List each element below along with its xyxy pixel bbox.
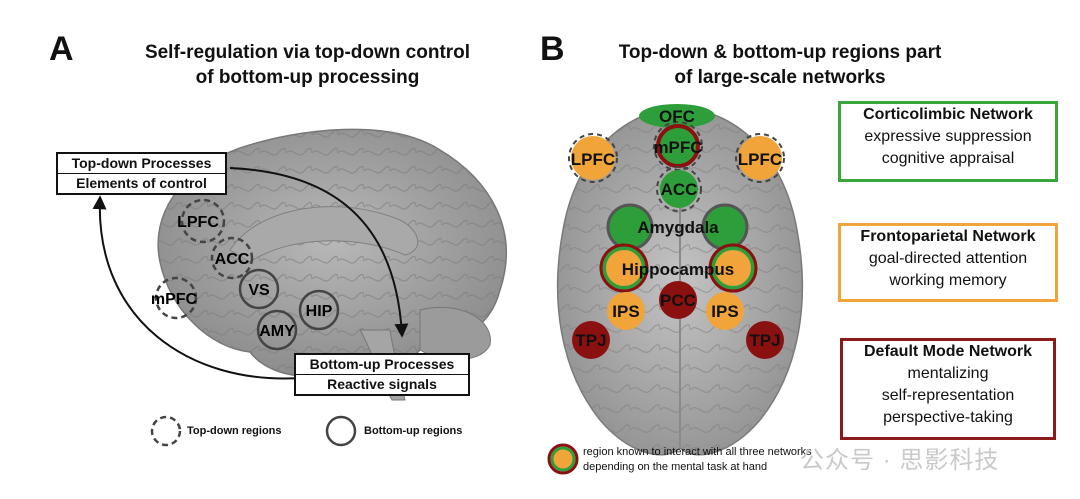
panel-a-title-line2: of bottom-up processing xyxy=(195,67,420,88)
ofc-region xyxy=(639,104,715,128)
bottom-up-arrow xyxy=(92,195,301,380)
acc-label-b: ACC xyxy=(661,180,698,199)
lpfc-label: LPFC xyxy=(177,214,219,231)
acc-label: ACC xyxy=(215,251,250,268)
mpfc-label-b: mPFC xyxy=(653,138,702,157)
note-marker-ring xyxy=(547,443,579,475)
default-mode-item: perspective-taking xyxy=(883,409,1013,426)
interaction-note: region known to interact with all three … xyxy=(583,445,813,475)
legend-bottomup-circle xyxy=(325,415,357,447)
lpfc-right-label: LPFC xyxy=(738,150,782,169)
bottom-up-title: Bottom-up Processes xyxy=(296,355,468,375)
panel-b-title: Top-down & bottom-up regions part of lar… xyxy=(580,40,980,90)
mpfc-dashed-ring xyxy=(653,121,703,171)
acc-circle xyxy=(210,236,254,280)
amy-circle xyxy=(256,309,298,351)
acc-dashed-b xyxy=(656,166,702,212)
watermark: 公众号 · 思影科技 xyxy=(800,447,1000,474)
lpfc-circle xyxy=(180,198,226,244)
ips-right-label: IPS xyxy=(711,302,738,321)
amygdala-right-region xyxy=(701,203,749,251)
tpj-left-label: TPJ xyxy=(575,331,606,350)
top-down-title: Top-down Processes xyxy=(58,154,225,174)
default-mode-network-box: Default Mode Network mentalizing self-re… xyxy=(840,338,1056,440)
hippocampus-left-ring xyxy=(599,243,649,293)
ips-left-label: IPS xyxy=(612,302,639,321)
hip-label: HIP xyxy=(306,303,333,320)
pcc-region xyxy=(659,281,697,319)
pcc-label: PCC xyxy=(660,291,696,310)
vs-label: VS xyxy=(248,282,270,299)
note-line1: region known to interact with all three … xyxy=(583,446,812,458)
note-marker-fill xyxy=(550,446,576,472)
default-mode-item: mentalizing xyxy=(907,365,989,382)
top-down-processes-box: Top-down Processes Elements of control xyxy=(56,152,227,195)
tpj-left-region xyxy=(572,321,610,359)
corticolimbic-title: Corticolimbic Network xyxy=(863,106,1033,123)
vs-circle xyxy=(238,268,280,310)
frontoparietal-item: working memory xyxy=(889,272,1007,289)
frontoparietal-item: goal-directed attention xyxy=(868,250,1028,267)
top-down-subtitle: Elements of control xyxy=(76,175,207,191)
panel-b-title-line2: of large-scale networks xyxy=(674,67,886,88)
lpfc-left-label: LPFC xyxy=(571,150,615,169)
bottom-up-processes-box: Bottom-up Processes Reactive signals xyxy=(294,353,470,396)
legend-bottomup-label: Bottom-up regions xyxy=(364,425,463,437)
frontoparietal-title: Frontoparietal Network xyxy=(860,228,1036,245)
mpfc-label-a: mPFC xyxy=(151,291,198,308)
acc-region-b xyxy=(660,170,698,208)
lpfc-left-region xyxy=(571,136,615,180)
brain-axial xyxy=(556,107,804,456)
frontoparietal-network-box: Frontoparietal Network goal-directed att… xyxy=(838,223,1058,302)
hippocampus-label: Hippocampus xyxy=(622,260,734,279)
hippocampus-right-region xyxy=(711,246,755,290)
mpfc-circle-a xyxy=(154,276,198,320)
ips-left-region xyxy=(607,292,645,330)
hip-circle xyxy=(298,289,340,331)
amy-label: AMY xyxy=(259,323,295,340)
panel-a-title-line1: Self-regulation via top-down control xyxy=(144,42,471,63)
tpj-right-region xyxy=(746,321,784,359)
legend-topdown-circle xyxy=(150,415,182,447)
top-down-arrow xyxy=(229,167,409,338)
default-mode-title: Default Mode Network xyxy=(863,343,1032,360)
default-mode-item: self-representation xyxy=(881,387,1015,404)
tpj-right-label: TPJ xyxy=(749,331,780,350)
lpfc-right-dashed xyxy=(735,133,785,183)
panel-a-letter: A xyxy=(49,30,74,68)
note-line2: depending on the mental task at hand xyxy=(583,461,768,473)
corticolimbic-item: cognitive appraisal xyxy=(881,150,1015,167)
hippocampus-left-region xyxy=(602,246,646,290)
panel-a-title: Self-regulation via top-down control of … xyxy=(100,40,515,90)
ofc-label: OFC xyxy=(659,107,695,126)
panel-b-letter: B xyxy=(540,30,565,68)
bottom-up-subtitle: Reactive signals xyxy=(327,376,437,392)
corticolimbic-item: expressive suppression xyxy=(864,128,1032,145)
legend-topdown-label: Top-down regions xyxy=(187,425,282,437)
mpfc-region-b xyxy=(656,124,700,168)
lpfc-left-dashed xyxy=(568,133,618,183)
lpfc-right-region xyxy=(738,136,782,180)
ips-right-region xyxy=(706,292,744,330)
amygdala-left-region xyxy=(606,203,654,251)
amygdala-label: Amygdala xyxy=(637,218,719,237)
panel-b-title-line1: Top-down & bottom-up regions part xyxy=(618,42,942,63)
hippocampus-right-ring xyxy=(708,243,758,293)
corticolimbic-network-box: Corticolimbic Network expressive suppres… xyxy=(838,101,1058,182)
sagittal-brain-diagram: LPFC ACC mPFC VS HIP AMY xyxy=(92,128,508,447)
